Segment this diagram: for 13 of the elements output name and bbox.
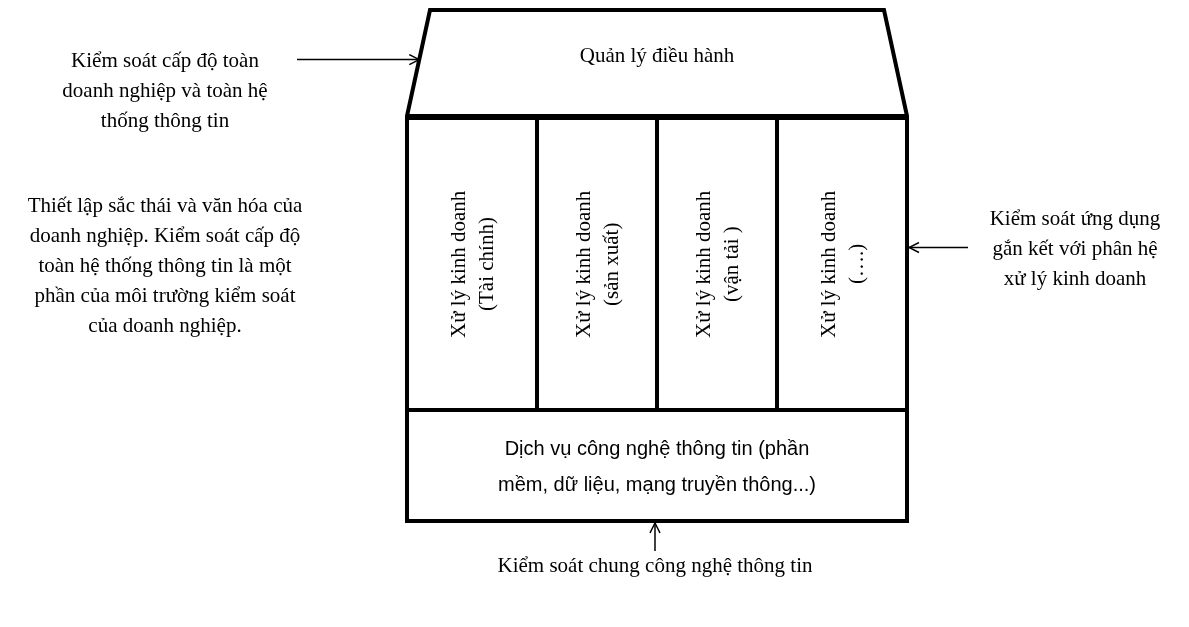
- process-label: Xử lý kinh doanh (sản xuất): [570, 189, 624, 340]
- process-label: Xử lý kinh doanh (….): [815, 189, 869, 340]
- control-text: Kiểm soát chung công nghệ thông tin: [497, 552, 813, 579]
- control-text: Kiểm soát cấp độ toàn doanh nghiệp và toàn hệ thống thông tin: [61, 47, 269, 134]
- process-label: Xử lý kinh doanh (vận tải ): [690, 189, 744, 340]
- arrow: [908, 241, 969, 254]
- arrow: [649, 522, 661, 552]
- management-label: Quản lý điều hành: [579, 42, 735, 69]
- service-label: Dịch vụ công nghệ thông tin (phần mềm, dữ liệu, mạng truyền thông...): [497, 435, 817, 497]
- process-label: Xử lý kinh doanh (Tài chính): [445, 189, 499, 340]
- control-text: Kiểm soát ứng dụng gắn kết với phân hệ xử lý kinh doanh: [988, 204, 1162, 292]
- note-text: Thiết lập sắc thái và văn hóa của doanh nghiệp. Kiểm soát cấp độ toàn hệ thống thông tin là một phần của môi trường kiểm soát của doanh nghiệp.: [26, 192, 304, 339]
- arrow: [296, 53, 420, 66]
